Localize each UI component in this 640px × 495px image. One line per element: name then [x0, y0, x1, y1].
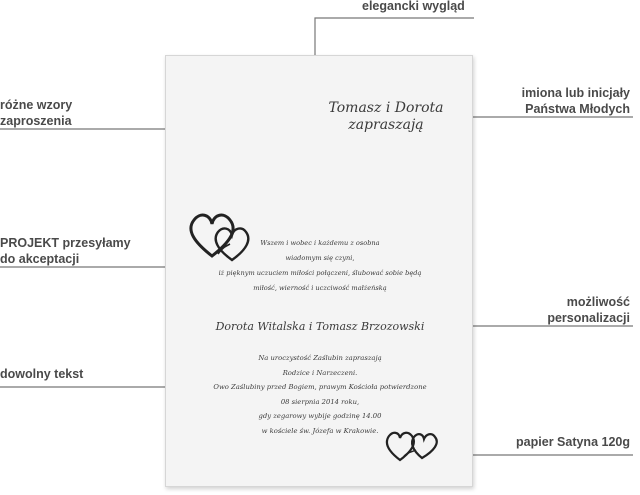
card-invitation: Na uroczystość Zaślubin zapraszają Rodzi… — [176, 351, 464, 438]
label-tekst: dowolny tekst — [0, 366, 83, 382]
card-names: Tomasz i Dorota zapraszają — [316, 100, 456, 134]
card-names-line1: Tomasz i Dorota — [328, 100, 444, 116]
card-poem-line4: miłość, wierność i uczciwość małżeńską — [253, 284, 387, 292]
double-heart-icon — [385, 431, 438, 462]
label-wzory-line1: różne wzory — [0, 98, 73, 112]
card-invitation-line1: Na uroczystość Zaślubin zapraszają — [258, 354, 382, 362]
invitation-card: Tomasz i Dorota zapraszają Wszem i wobec… — [165, 55, 473, 487]
card-poem-line2: wiadomym się czyni, — [285, 254, 355, 262]
label-imiona: imiona lub inicjały Państwa Młodych — [522, 85, 630, 117]
label-personalizacja-line2: personalizacji — [547, 311, 630, 325]
card-couple-text: Dorota Witalska i Tomasz Brzozowski — [215, 320, 425, 333]
label-wzory: różne wzory zaproszenia — [0, 97, 72, 129]
card-invitation-line2: Rodzice i Narzeczeni. — [282, 368, 358, 377]
label-personalizacja: możliwość personalizacji — [547, 294, 630, 326]
double-heart-icon — [189, 213, 250, 262]
label-tekst-text: dowolny tekst — [0, 367, 84, 381]
label-elegancki: elegancki wygląd — [362, 0, 465, 14]
card-poem: Wszem i wobec i każdemu z osobna wiadomy… — [196, 236, 444, 296]
label-personalizacja-line1: możliwość — [566, 295, 630, 309]
card-couple: Dorota Witalska i Tomasz Brzozowski — [186, 320, 454, 334]
card-invitation-line3: Owo Zaślubiny przed Bogiem, prawym Kości… — [213, 383, 427, 391]
card-poem-line3: iż pięknym uczuciem miłości połączeni, ś… — [218, 269, 422, 277]
card-invitation-line6: w kościele św. Józefa w Krakowie. — [261, 426, 379, 435]
card-names-line2: zapraszają — [348, 117, 424, 133]
label-papier: papier Satyna 120g — [516, 434, 630, 450]
label-projekt: PROJEKT przesyłamy do akceptacji — [0, 235, 131, 267]
label-projekt-line2: do akceptacji — [0, 252, 80, 266]
card-invitation-line4: 08 sierpnia 2014 roku, — [280, 397, 360, 406]
label-elegancki-text: elegancki wygląd — [362, 0, 465, 13]
label-imiona-line2: Państwa Młodych — [525, 102, 630, 116]
label-imiona-line1: imiona lub inicjały — [521, 86, 630, 100]
card-poem-line1: Wszem i wobec i każdemu z osobna — [260, 239, 380, 247]
card-invitation-line5: gdy zegarowy wybije godzinę 14.00 — [258, 412, 382, 420]
label-papier-text: papier Satyna 120g — [516, 435, 630, 449]
label-wzory-line2: zaproszenia — [0, 114, 72, 128]
label-projekt-line1: PROJEKT przesyłamy — [0, 236, 131, 250]
